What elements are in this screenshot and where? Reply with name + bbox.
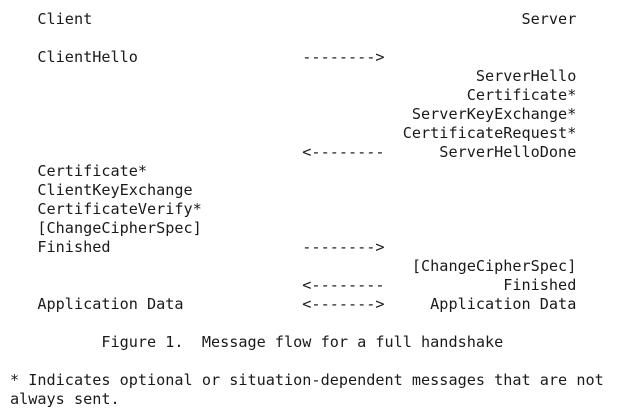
flow-line: Finished --------> bbox=[10, 238, 385, 256]
flow-line: Application Data <-------> Application D… bbox=[10, 295, 577, 313]
footnote-line: * Indicates optional or situation-depend… bbox=[10, 371, 604, 389]
flow-line: CertificateRequest* bbox=[10, 124, 577, 142]
flow-line: Client Server bbox=[10, 10, 577, 28]
flow-line: [ChangeCipherSpec] bbox=[10, 219, 202, 237]
flow-line: [ChangeCipherSpec] bbox=[10, 257, 577, 275]
flow-line: <-------- ServerHelloDone bbox=[10, 143, 577, 161]
flow-line: <-------- Finished bbox=[10, 276, 577, 294]
flow-line: ServerKeyExchange* bbox=[10, 105, 577, 123]
flow-line: ClientHello --------> bbox=[10, 48, 385, 66]
flow-line: ServerHello bbox=[10, 67, 577, 85]
flow-line: Certificate* bbox=[10, 162, 148, 180]
footnote-line: always sent. bbox=[10, 390, 120, 408]
flow-line: ClientKeyExchange bbox=[10, 181, 193, 199]
flow-line: Certificate* bbox=[10, 86, 577, 104]
flow-line: CertificateVerify* bbox=[10, 200, 202, 218]
figure-caption: Figure 1. Message flow for a full handsh… bbox=[10, 333, 504, 351]
